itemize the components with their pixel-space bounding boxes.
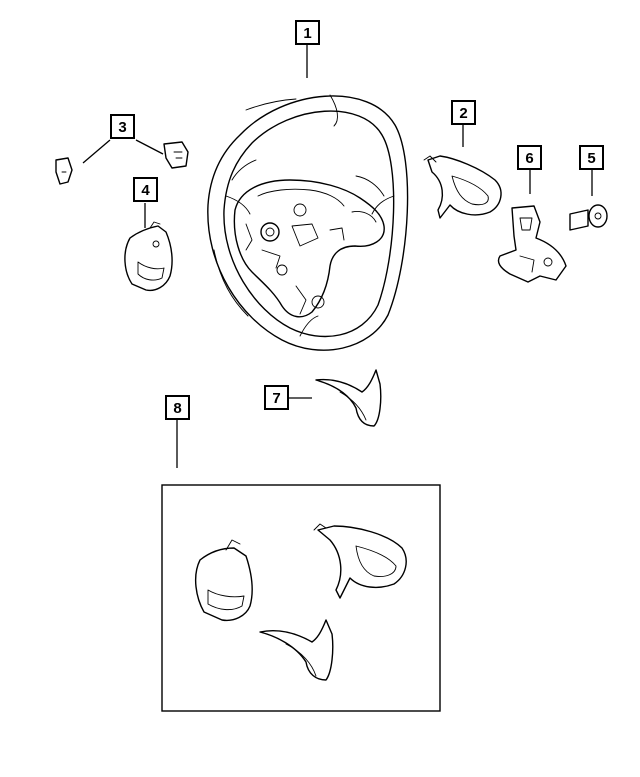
callout-5: 5 bbox=[579, 145, 604, 170]
bracket-icon bbox=[497, 205, 567, 283]
steering-wheel-icon bbox=[207, 94, 409, 351]
callout-3-label: 3 bbox=[118, 119, 126, 136]
leader-line-3b bbox=[135, 139, 164, 155]
callout-4: 4 bbox=[133, 177, 158, 202]
callout-4-label: 4 bbox=[141, 182, 150, 199]
callout-7-label: 7 bbox=[272, 390, 280, 407]
bezel-kit-icon bbox=[161, 484, 441, 712]
callout-3: 3 bbox=[110, 114, 135, 139]
screw-icon bbox=[569, 204, 608, 231]
callout-2: 2 bbox=[451, 100, 476, 125]
callout-1-label: 1 bbox=[303, 25, 311, 42]
switch-button-cap-icon bbox=[55, 141, 189, 185]
callout-1: 1 bbox=[295, 20, 320, 45]
callout-8: 8 bbox=[165, 395, 190, 420]
callout-6-label: 6 bbox=[525, 150, 533, 167]
callout-8-label: 8 bbox=[173, 400, 181, 417]
right-switch-bezel-icon bbox=[423, 155, 502, 219]
callout-2-label: 2 bbox=[459, 105, 467, 122]
left-switch-bezel-icon bbox=[124, 221, 173, 292]
callout-6: 6 bbox=[517, 145, 542, 170]
lower-bezel-icon bbox=[315, 369, 382, 427]
callout-5-label: 5 bbox=[587, 150, 595, 167]
leader-line-3a bbox=[82, 139, 111, 164]
callout-7: 7 bbox=[264, 385, 289, 410]
